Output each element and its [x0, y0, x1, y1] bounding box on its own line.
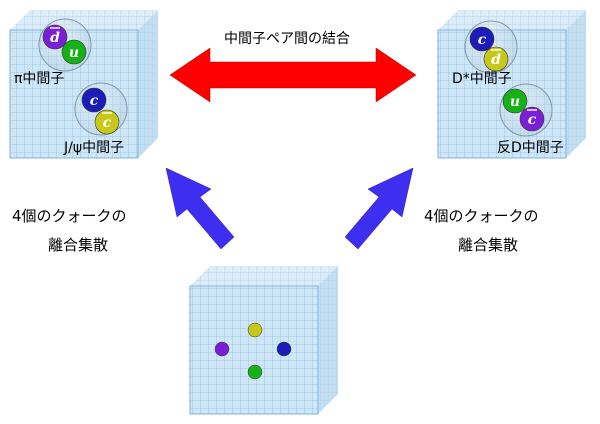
- svg-text:c: c: [528, 112, 537, 128]
- left-arrow-label-line2: 離合集散: [48, 236, 109, 254]
- svg-text:c: c: [103, 115, 112, 131]
- quark-u: u: [502, 88, 528, 114]
- lattice-cube-left: [9, 10, 158, 159]
- jpsi-meson-label: J/ψ中間子: [64, 140, 125, 156]
- quark-sphere: [214, 341, 230, 357]
- cluster-arrow-right: [344, 167, 414, 250]
- right-arrow-label-line1: 4個のクォークの: [424, 207, 539, 225]
- quark-d-bar: d: [483, 46, 509, 72]
- svg-text:d: d: [50, 30, 60, 46]
- quark-c: c: [81, 87, 107, 113]
- dstar-meson-label: D*中間子: [452, 71, 512, 87]
- quark-sphere: [247, 322, 263, 338]
- quark-c: c: [469, 26, 495, 52]
- quark-d-bar: d: [42, 24, 68, 50]
- binding-double-arrow: [169, 47, 417, 103]
- svg-text:c: c: [478, 32, 487, 48]
- svg-text:d: d: [491, 52, 501, 68]
- quark-sphere: [276, 341, 292, 357]
- lattice-cube-bottom: [189, 266, 338, 415]
- quark-c-bar: c: [519, 106, 545, 132]
- quark-sphere: [247, 364, 263, 380]
- quark-u: u: [61, 39, 87, 65]
- antid-meson-label: 反D中間子: [497, 140, 564, 156]
- svg-text:u: u: [510, 94, 520, 110]
- quark-c-bar: c: [94, 109, 120, 135]
- svg-text:c: c: [90, 93, 99, 109]
- cluster-arrow-left: [165, 167, 235, 250]
- right-arrow-label-line2: 離合集散: [458, 236, 519, 254]
- pi-meson-label: π中間子: [14, 71, 65, 87]
- left-arrow-label-line1: 4個のクォークの: [12, 207, 127, 225]
- svg-text:u: u: [69, 45, 79, 61]
- binding-arrow-label: 中間子ペア間の結合: [224, 31, 350, 47]
